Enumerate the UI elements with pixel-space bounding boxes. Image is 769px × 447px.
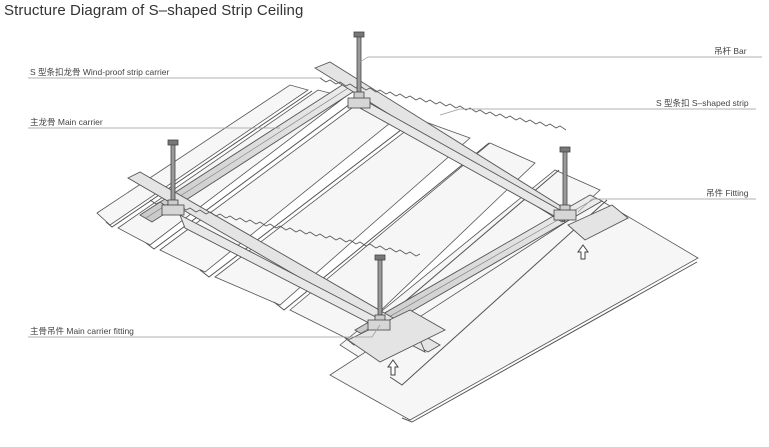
label-main-carrier-fitting: 主骨吊件 Main carrier fitting — [30, 326, 134, 336]
label-wind-proof-strip-carrier: S 型条扣龙骨 Wind-proof strip carrier — [30, 67, 170, 77]
ceiling-strip-5 — [289, 142, 536, 341]
fittings — [161, 97, 577, 331]
strip-carriers — [127, 61, 576, 353]
label-fitting: 吊件 Fitting — [706, 188, 749, 198]
label-s-shaped-strip: S 型条扣 S–shaped strip — [656, 98, 749, 108]
ceiling-strips — [96, 84, 699, 421]
label-main-carrier: 主龙骨 Main carrier — [30, 117, 103, 127]
leader-lines — [28, 56, 762, 338]
fitting-back — [347, 97, 371, 109]
strip-seams — [105, 90, 698, 423]
up-arrow-icon — [387, 359, 399, 376]
up-arrow-icon — [577, 244, 589, 260]
ceiling-strip-7 — [329, 199, 699, 421]
label-bar: 吊杆 Bar — [714, 46, 747, 56]
leader-s-shaped-strip — [439, 108, 756, 116]
install-direction-arrows — [387, 244, 589, 376]
hanger-bars — [167, 31, 571, 323]
fitting-left — [161, 204, 185, 216]
fitting-front — [367, 319, 391, 331]
fitting-right — [553, 209, 577, 221]
leader-bar — [359, 56, 762, 63]
bar-back — [353, 31, 365, 100]
leader-fitting — [577, 198, 756, 213]
leader-main-carrier-fitting — [28, 324, 381, 338]
diagram-title: Structure Diagram of S–shaped Strip Ceil… — [4, 2, 304, 19]
